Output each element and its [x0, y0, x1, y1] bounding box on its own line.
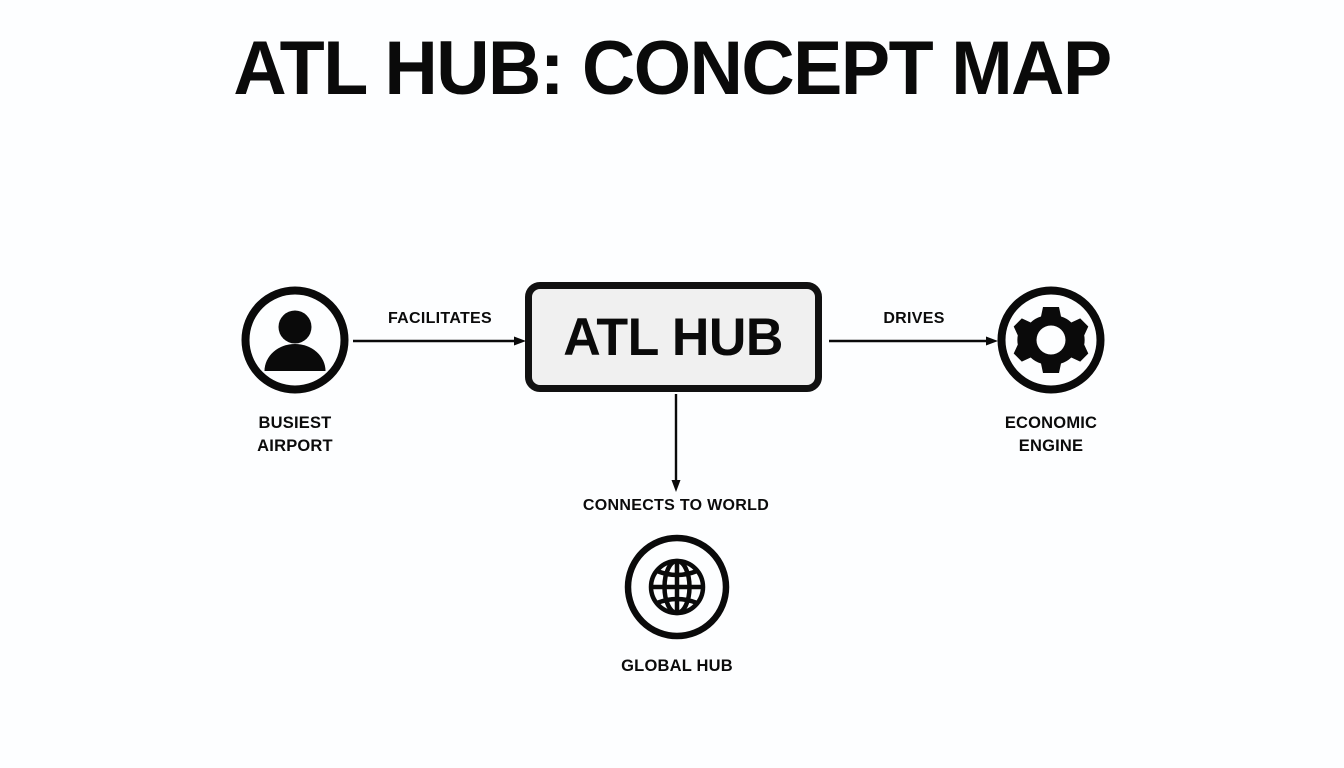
edge-connects-to-world: CONNECTS TO WORLD	[560, 392, 792, 522]
edge-label-facilitates: FACILITATES	[387, 310, 493, 327]
edge-label-connects-to-world: CONNECTS TO WORLD	[582, 497, 770, 514]
edge-label-drives: DRIVES	[883, 310, 945, 327]
globe-icon	[624, 534, 730, 640]
person-icon	[241, 286, 349, 394]
node-global-hub[interactable]: GLOBAL HUB	[570, 532, 784, 678]
edge-facilitates: FACILITATES	[352, 310, 528, 356]
node-label-busiest-airport: BUSIEST AIRPORT	[257, 414, 333, 455]
node-icon-wrap	[570, 532, 784, 642]
edge-drives: DRIVES	[828, 310, 1000, 356]
node-busiest-airport[interactable]: BUSIEST AIRPORT	[188, 283, 402, 458]
arrow-right-icon	[829, 336, 998, 346]
node-label-economic-engine: ECONOMIC ENGINE	[1004, 414, 1098, 455]
node-icon-wrap	[944, 283, 1158, 397]
node-label-atl-hub: ATL HUB	[563, 307, 784, 367]
gear-icon	[997, 286, 1105, 394]
node-label-global-hub: GLOBAL HUB	[621, 657, 733, 675]
node-atl-hub[interactable]: ATL HUB	[525, 282, 822, 392]
arrow-right-icon	[353, 336, 526, 346]
node-economic-engine[interactable]: ECONOMIC ENGINE	[944, 283, 1158, 458]
page-title: ATL HUB: CONCEPT MAP	[233, 26, 1112, 111]
node-icon-wrap	[188, 283, 402, 397]
arrow-down-icon	[671, 394, 681, 492]
